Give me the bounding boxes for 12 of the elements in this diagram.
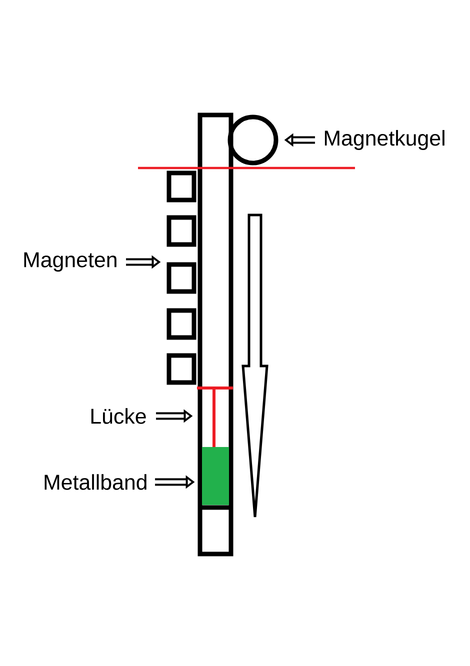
magnet-block [166, 308, 196, 340]
part-label: Magnetkugel [324, 130, 444, 150]
magnet-block [166, 262, 196, 294]
part-label: Magneten [24, 252, 116, 272]
tube [198, 112, 234, 556]
magnet-block [166, 215, 196, 247]
part-label: Metallband [44, 474, 146, 490]
magnet-block [166, 170, 196, 202]
metal-band [200, 447, 232, 510]
magnet-block [166, 353, 196, 385]
part-label: Lücke [91, 408, 146, 424]
ball [228, 114, 278, 166]
